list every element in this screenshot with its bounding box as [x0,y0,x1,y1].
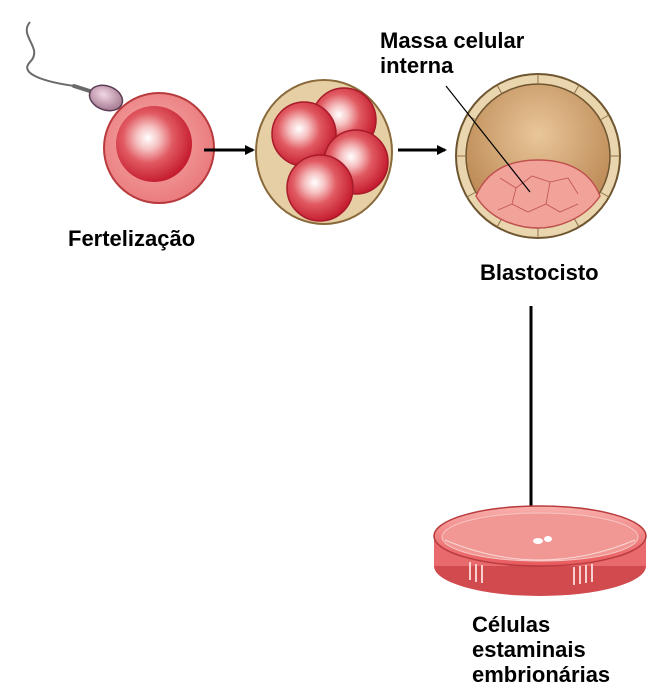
label-stem-cells-line2: estaminais [472,637,610,662]
petri-dish-icon [434,506,646,596]
label-stem-cells-line3: embrionárias [472,662,610,687]
sperm-icon [27,22,126,115]
label-inner-cell-mass-line1: Massa celular [380,28,524,53]
label-embryonic-stem-cells: Células estaminais embrionárias [472,612,610,687]
blastocyst-icon [456,74,620,238]
label-blastocyst: Blastocisto [480,260,599,285]
cell-colony-1 [533,538,543,544]
label-fertilization: Fertelização [68,226,195,251]
label-inner-cell-mass: Massa celular interna [380,28,524,78]
fertilized-egg-icon [104,93,214,203]
label-inner-cell-mass-line2: interna [380,53,524,78]
cell-colony-2 [544,536,552,542]
label-stem-cells-line1: Células [472,612,610,637]
morula-icon [256,80,392,224]
